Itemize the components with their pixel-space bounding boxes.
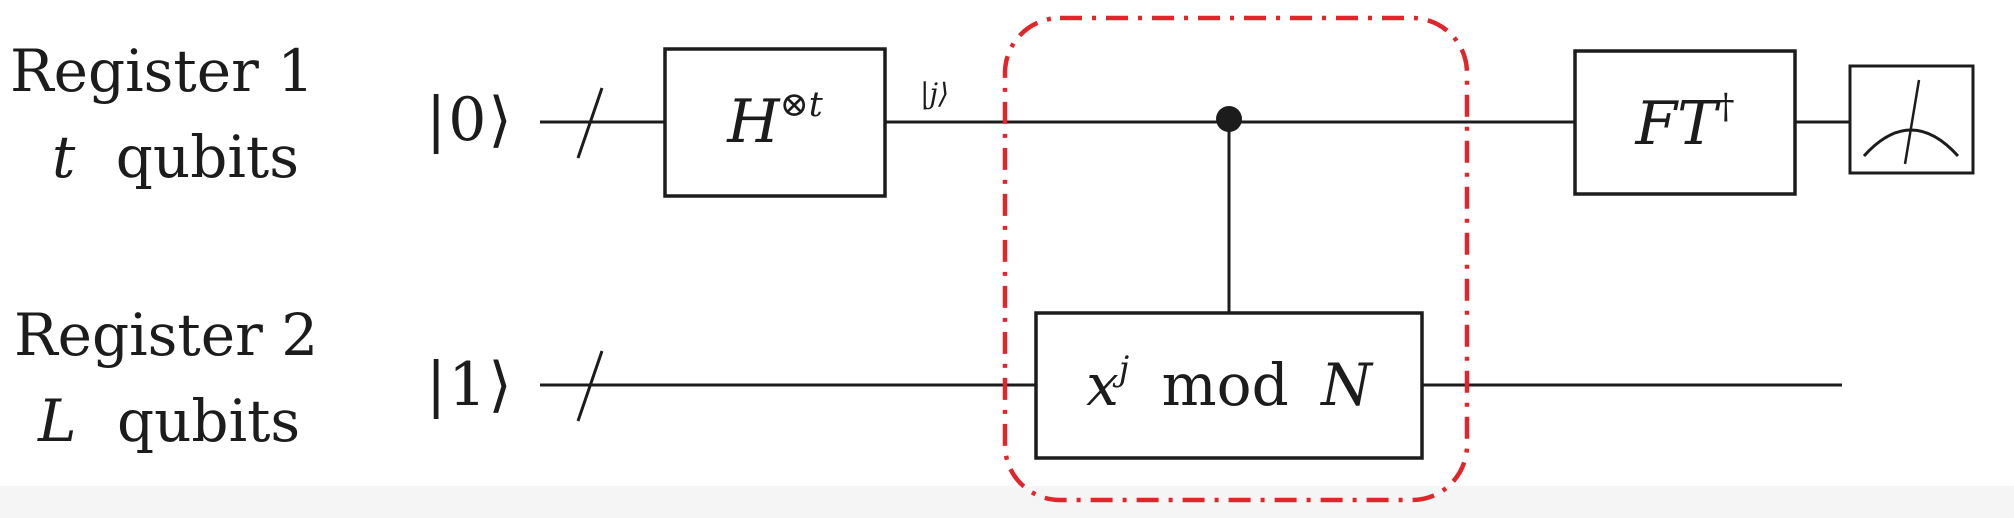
hadamard-gate-base: H xyxy=(727,87,780,157)
hadamard-gate-superscript: ⊗t xyxy=(779,84,823,125)
hadamard-gate-box xyxy=(663,47,887,198)
register1-bus-slash xyxy=(576,87,604,159)
inverse-ft-base: FT xyxy=(1635,89,1718,159)
control-dot xyxy=(1216,106,1242,132)
modexp-exponent: j xyxy=(1118,348,1130,388)
modexp-base: x xyxy=(1086,351,1119,419)
register1-initial-state: |0⟩ xyxy=(426,85,514,155)
highlight-dashdot-box xyxy=(1002,15,1470,503)
register2-size-unit: qubits xyxy=(116,387,301,455)
register1-size-var: t xyxy=(52,123,76,191)
modexp-modulus: N xyxy=(1321,351,1372,419)
inverse-ft-superscript: † xyxy=(1717,86,1735,127)
register2-title: Register 2 xyxy=(14,301,319,369)
register2-bus-slash xyxy=(576,350,604,422)
register1-size-unit: qubits xyxy=(115,123,299,191)
register2-initial-state: |1⟩ xyxy=(426,350,514,420)
register2-size-var: L xyxy=(38,387,77,455)
meter-icon xyxy=(1848,64,1975,175)
inverse-ft-gate-label: FT† xyxy=(1575,89,1795,154)
register2-size: L qubits xyxy=(38,392,300,450)
register1-title: Register 1 xyxy=(10,37,315,105)
modexp-gate-label: xj mod N xyxy=(1036,351,1422,414)
modexp-op: mod xyxy=(1161,351,1289,419)
register1-size: t qubits xyxy=(52,128,299,186)
hadamard-gate-label: H⊗t xyxy=(665,87,885,152)
modexp-gate-box xyxy=(1034,311,1424,460)
wire-label-j: |j⟩ xyxy=(920,77,950,110)
inverse-ft-gate-box xyxy=(1573,49,1797,196)
